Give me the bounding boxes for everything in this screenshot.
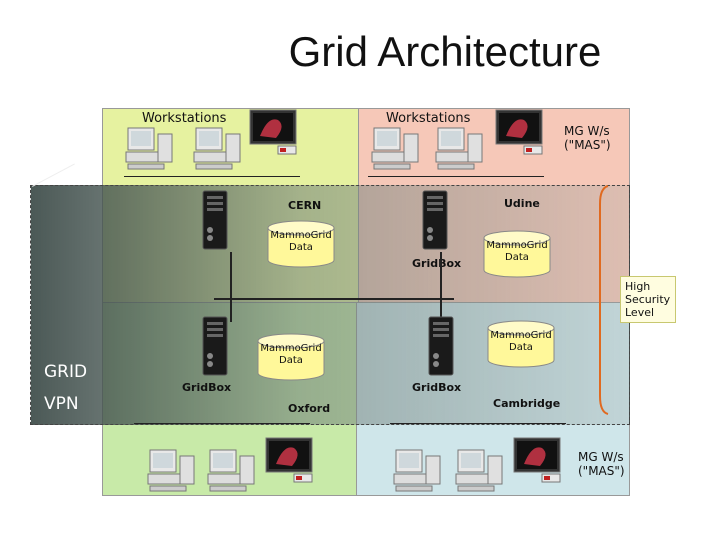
udine-server-icon: [422, 190, 448, 250]
oxford-drop: [230, 298, 232, 322]
high-security-callout: High Security Level: [620, 276, 676, 323]
overlay-diagonal: [32, 163, 75, 187]
cambridge-database-icon: MammoGrid Data: [486, 320, 556, 368]
cern-workstation-icon: [124, 126, 176, 172]
cambridge-workstation-icon: [392, 448, 444, 494]
mg-ws-bottom-label: MG W/s ("MAS"): [578, 450, 625, 478]
cern-database-label: MammoGrid Data: [270, 230, 332, 253]
cern-database-icon: MammoGrid Data: [266, 220, 336, 268]
cern-ws-bus: [124, 176, 300, 177]
udine-database-label: MammoGrid Data: [486, 240, 548, 263]
oxford-label: Oxford: [288, 402, 331, 415]
udine-mammography-monitor-icon: [494, 108, 546, 156]
cambridge-mammography-monitor-icon: [512, 436, 564, 484]
security-bracket: [598, 184, 612, 416]
gridbox-oxford-label: GridBox: [182, 381, 232, 394]
grid-label: GRID: [44, 362, 88, 382]
oxford-workstation-icon: [146, 448, 198, 494]
cern-server-icon: [202, 190, 228, 250]
network-backbone: [214, 298, 454, 300]
oxford-ws-bus: [134, 423, 310, 424]
cern-workstation-icon-2: [192, 126, 244, 172]
mg-ws-top-label: MG W/s ("MAS"): [564, 124, 611, 152]
udine-drop: [440, 252, 442, 300]
oxford-workstation-icon-2: [206, 448, 258, 494]
cambridge-server-icon: [428, 316, 454, 376]
oxford-database-icon: MammoGrid Data: [256, 333, 326, 381]
cern-label: CERN: [288, 199, 322, 212]
udine-label: Udine: [504, 197, 540, 210]
workstations-right-label: Workstations: [386, 111, 471, 126]
cambridge-label: Cambridge: [493, 397, 561, 410]
gridbox-udine-label: GridBox: [412, 257, 462, 270]
oxford-mammography-monitor-icon: [264, 436, 316, 484]
cambridge-database-label: MammoGrid Data: [490, 330, 552, 353]
udine-workstation-icon: [370, 126, 422, 172]
udine-database-icon: MammoGrid Data: [482, 230, 552, 278]
cern-mammography-monitor-icon: [248, 108, 300, 156]
cambridge-ws-bus: [390, 423, 566, 424]
udine-ws-bus: [368, 176, 544, 177]
gridbox-cambridge-label: GridBox: [412, 381, 462, 394]
page-title: Grid Architecture: [288, 28, 602, 75]
oxford-database-label: MammoGrid Data: [260, 343, 322, 366]
udine-workstation-icon-2: [434, 126, 486, 172]
vpn-label: VPN: [44, 394, 79, 414]
workstations-left-label: Workstations: [142, 111, 227, 126]
cambridge-workstation-icon-2: [454, 448, 506, 494]
oxford-server-icon: [202, 316, 228, 376]
cern-drop: [230, 252, 232, 300]
cambridge-drop: [440, 298, 442, 322]
